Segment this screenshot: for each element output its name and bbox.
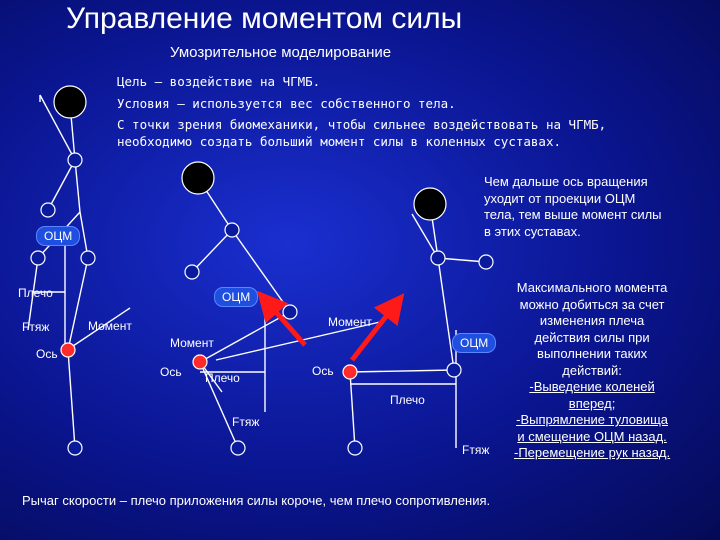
max-line-1: Максимального момента [516,280,668,295]
note-line-1: Чем дальше ось вращения [484,174,648,189]
fig1-thigh-right [79,211,89,259]
fig1-joint-hip-left [30,250,46,266]
fig2-axis-label: Ось [160,365,182,379]
max-line-5: выполнении таких [537,346,648,361]
fig1-moment-line [69,307,131,349]
fig1-axis-label: Ось [36,347,58,361]
note-line-3: тела, тем выше момент силы [484,207,662,222]
goal-text: Цель – воздействие на ЧГМБ. [117,74,321,89]
fig2-force-label: Fтяж [232,415,260,429]
fig3-axis-label: Ось [312,364,334,378]
max-moment-text: Максимального момента можно добиться за … [514,280,670,462]
max-line-2: можно добиться за счет [519,296,665,312]
mechanics-text: С точки зрения биомеханики, чтобы сильне… [117,116,606,150]
fig3-joint-axis [342,364,358,380]
footer-text: Рычаг скорости – плечо приложения силы к… [22,493,491,508]
page-title: Управление моментом силы [66,2,463,35]
max-line-11: -Перемещение рук назад. [514,445,671,460]
fig2-joint-axis [192,354,208,370]
fig2-joint-elbow [184,264,200,280]
fig1-ocm-label: ОЦМ [36,226,81,246]
fig1-joint-shoulder [67,152,83,168]
fig1-joint-hip-right [80,250,96,266]
fig2-arm-label: Плечо [205,371,240,385]
fig3-arm-up [411,213,439,259]
moment-arrow-middle [257,290,307,347]
fig3-joint-ankle [347,440,363,456]
fig1-arm-upper [39,94,76,161]
fig3-force-label: Fтяж [462,443,490,457]
fig3-thigh [349,369,455,373]
fig1-joint-axis [60,342,76,358]
page-subtitle: Умозрительное моделирование [170,44,392,61]
axis-note: Чем дальше ось вращения уходит от проекц… [484,174,662,240]
fig3-arm [437,257,487,263]
fig2-joint-ankle [230,440,246,456]
fig2-head [181,161,215,195]
max-line-9: -Выпрямление туловища [516,412,669,427]
fig1-joint-elbow [40,202,56,218]
fig1-shin-right [67,257,89,351]
fig3-arm-label: Плечо [390,393,425,407]
moment-arrow-right [350,293,405,362]
fig2-ocm-label: ОЦМ [214,287,259,307]
fig1-force-label: Fтяж [22,320,50,334]
fig3-head [413,187,447,221]
figure-1 [27,94,131,449]
fig1-arm [47,159,76,211]
mechanics-line-2: необходимо создать больший момент силы в… [117,134,562,149]
max-line-3: изменения плеча [539,313,645,328]
fig2-moment-line [215,321,381,361]
fig3-moment-label: Момент [328,315,372,329]
max-line-10: и смещение ОЦМ назад. [517,428,667,444]
fig3-joint-hand [478,254,494,270]
fig3-spine [437,257,455,371]
fig1-moment-label: Момент [88,319,132,333]
fig3-joint-shoulder [430,250,446,266]
fig3-joint-hip [446,362,462,378]
fig1-joint-ankle [67,440,83,456]
max-line-4: действия силы при [534,329,650,345]
conditions-text: Условия – используется вес собственного … [117,96,456,111]
max-line-8: вперед; [568,395,616,411]
fig1-spine [74,159,81,213]
fig2-joint-hip [282,304,298,320]
fig1-arm-label: Плечо [18,286,53,300]
note-line-4: в этих суставах. [484,223,581,239]
fig2-shin-lower [199,361,239,449]
fig1-shin-lower [67,349,76,449]
max-line-6: действий: [562,362,622,378]
max-line-7: -Выведение коленей [529,379,655,394]
fig2-moment-label: Момент [170,336,214,350]
note-line-2: уходит от проекции ОЦМ [484,190,636,206]
fig1-head [53,85,87,119]
fig2-arm [191,229,233,273]
fig3-ocm-label: ОЦМ [452,333,497,353]
fig2-joint-shoulder [224,222,240,238]
mechanics-line-1: С точки зрения биомеханики, чтобы сильне… [117,117,607,132]
